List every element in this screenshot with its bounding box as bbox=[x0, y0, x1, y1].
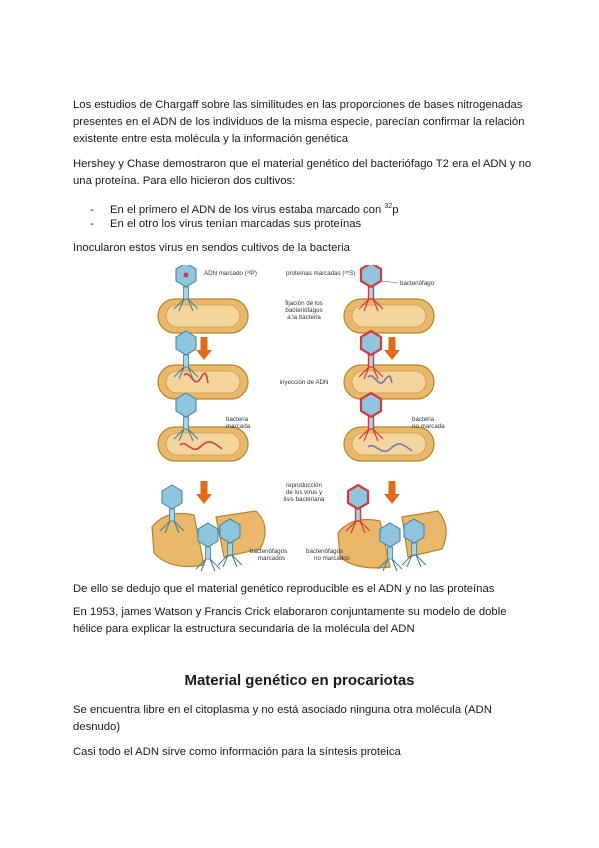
right-step-3: bacteria no marcada bbox=[343, 391, 445, 462]
paragraph-conclusion: De ello se dedujo que el material genéti… bbox=[73, 583, 495, 595]
leader-line bbox=[381, 280, 399, 284]
right-step-1: proteínas marcadas (³⁵S) bacteriófago bbox=[286, 265, 435, 334]
label-bacteriofagos-marcados-2: marcados bbox=[258, 555, 285, 562]
injected-dna-blue bbox=[367, 374, 393, 384]
left-step-3: bacteria marcada bbox=[157, 392, 251, 462]
label-inyeccion: inyección de ADN bbox=[280, 379, 329, 386]
hershey-chase-figure: ADN marcado (³²P) bacteria marcada bbox=[146, 265, 456, 573]
label-reproduccion-2: de los virus y bbox=[286, 489, 323, 496]
bullet-text: En el otro los virus tenían marcadas sus… bbox=[110, 218, 362, 230]
bacterial-dna-red bbox=[179, 441, 223, 451]
bacterium-shape bbox=[157, 298, 249, 334]
bullet-text-end: p bbox=[392, 203, 399, 216]
right-step-4: bacteriófagos no marcados bbox=[306, 483, 447, 572]
label-bacteria-no-marcada-1: bacteria bbox=[412, 416, 435, 423]
paragraph-hershey-chase: Hershey y Chase demostraron que el mater… bbox=[73, 158, 532, 187]
lysed-bacterium-left bbox=[151, 512, 205, 568]
injected-dna-red bbox=[183, 372, 209, 384]
label-proteinas-marcadas: proteínas marcadas (³⁵S) bbox=[286, 270, 355, 277]
bullet-dash: - bbox=[90, 203, 94, 216]
left-step-4: bacteriófagos marcados bbox=[151, 484, 287, 572]
paragraph-chargaff: Los estudios de Chargaff sobre las simil… bbox=[73, 99, 525, 145]
arrow-down-icon bbox=[384, 481, 400, 504]
paragraph-inocularon: Inocularon estos virus en sendos cultivo… bbox=[73, 242, 350, 254]
label-reproduccion-1: reproducción bbox=[286, 482, 322, 489]
bullet-text: En el primero el ADN de los virus estaba… bbox=[110, 203, 385, 216]
label-bacteriofagos-marcados-1: bacteriófagos bbox=[250, 548, 287, 555]
arrow-down-icon bbox=[196, 481, 212, 504]
bacterial-dna-blue bbox=[367, 443, 413, 453]
label-fijacion-2: bacteriófagos bbox=[285, 307, 322, 314]
arrow-down-icon bbox=[384, 337, 400, 360]
left-step-1: ADN marcado (³²P) bbox=[157, 265, 257, 334]
arrow-down-icon bbox=[196, 337, 212, 360]
bullet-item-proteinas: - En el otro los virus tenían marcadas su… bbox=[90, 216, 530, 233]
bacterium-shape bbox=[157, 364, 249, 400]
hershey-chase-diagram: ADN marcado (³²P) bacteria marcada bbox=[151, 265, 447, 572]
paragraph-citoplasma: Se encuentra libre en el citoplasma y no… bbox=[73, 704, 492, 733]
label-adn-marcado: ADN marcado (³²P) bbox=[204, 270, 257, 277]
bacterium-shape bbox=[343, 426, 435, 462]
section-heading: Material genético en procariotas bbox=[184, 672, 415, 689]
bacterium-shape bbox=[343, 364, 435, 400]
label-bacteriofago: bacteriófago bbox=[400, 280, 435, 287]
label-reproduccion-3: lisis bacteriana bbox=[284, 496, 325, 503]
bullet-item-adn-marcado: - En el primero el ADN de los virus estab… bbox=[90, 198, 530, 219]
label-bacteria-no-marcada-2: no marcada bbox=[412, 423, 445, 430]
label-fijacion-3: a la bacteria bbox=[287, 314, 321, 321]
labeled-dna-dot bbox=[183, 272, 189, 278]
left-step-2 bbox=[157, 330, 249, 400]
label-bacteriofagos-no-marcados-2: no marcados bbox=[314, 555, 350, 562]
paragraph-sintesis: Casi todo el ADN sirve como información … bbox=[73, 746, 401, 758]
bullet-dash: - bbox=[90, 218, 94, 230]
label-bacteriofagos-no-marcados-1: bacteriófagos bbox=[306, 548, 343, 555]
bacterium-shape bbox=[343, 298, 435, 334]
paragraph-watson-crick: En 1953, james Watson y Francis Crick el… bbox=[73, 606, 507, 635]
label-bacteria-marcada-2: marcada bbox=[226, 423, 251, 430]
bullet-superscript: 32 bbox=[384, 203, 393, 210]
label-bacteria-marcada-1: bacteria bbox=[226, 416, 249, 423]
right-step-2 bbox=[343, 329, 435, 400]
label-fijacion-1: fijación de los bbox=[285, 300, 323, 307]
